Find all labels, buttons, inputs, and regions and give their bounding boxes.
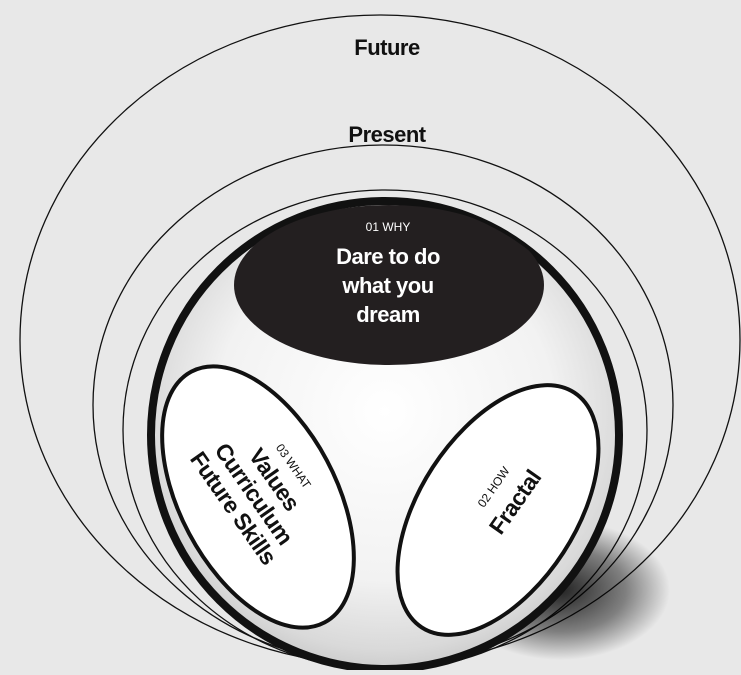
- what-lobe: [160, 364, 356, 630]
- how-lobe: [395, 383, 601, 637]
- why-line-1: Dare to do: [336, 244, 440, 269]
- why-tag: 01 WHY: [366, 220, 411, 234]
- why-lobe: [234, 205, 544, 365]
- why-line-3: dream: [356, 302, 420, 327]
- present-label: Present: [348, 122, 426, 147]
- future-label: Future: [354, 35, 420, 60]
- why-line-2: what you: [341, 273, 433, 298]
